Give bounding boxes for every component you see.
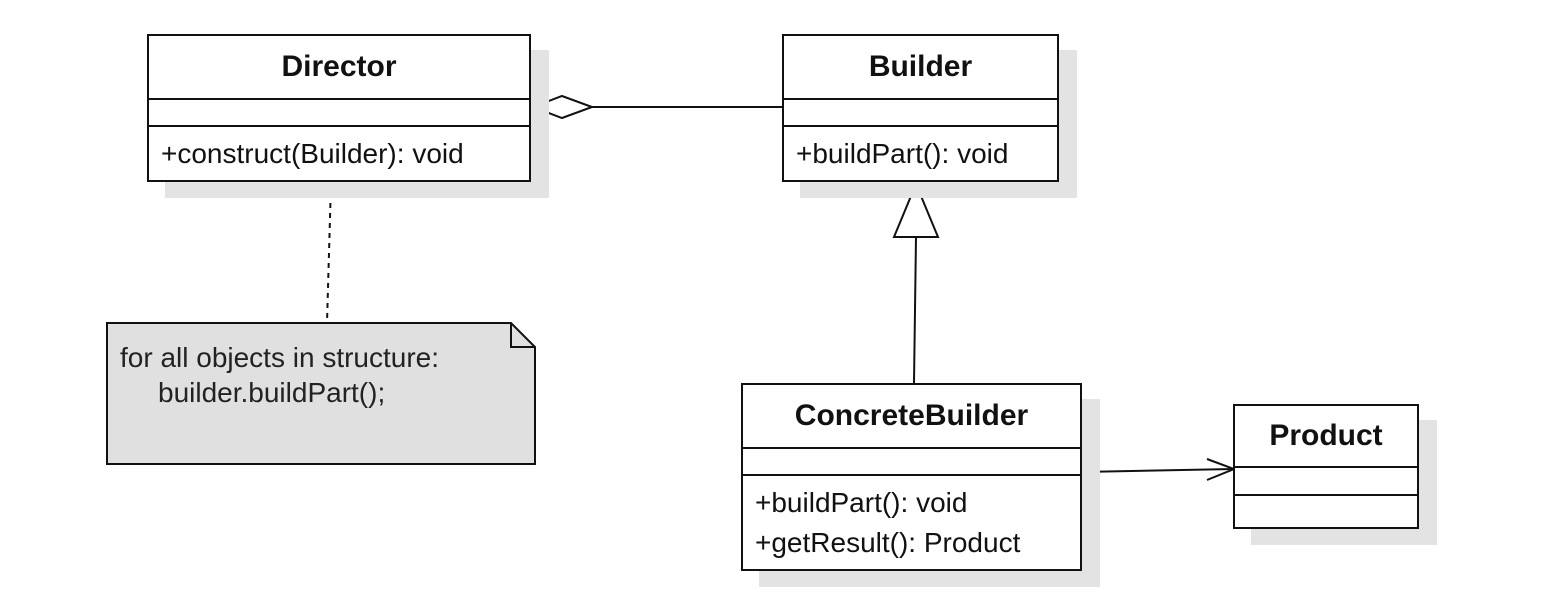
operations-compartment: +construct(Builder): void	[149, 127, 529, 174]
attributes-compartment	[149, 100, 529, 127]
class-concrete-builder[interactable]: ConcreteBuilder +buildPart(): void +getR…	[741, 383, 1082, 571]
note-shape	[106, 322, 536, 465]
operation: +getResult(): Product	[755, 527, 1021, 558]
class-director[interactable]: Director +construct(Builder): void	[147, 34, 531, 182]
inheritance-triangle	[892, 181, 940, 238]
operations-compartment	[1235, 496, 1417, 503]
operations-compartment: +buildPart(): void	[784, 127, 1057, 174]
operation: +construct(Builder): void	[161, 138, 464, 169]
note-line: for all objects in structure:	[120, 342, 440, 373]
attributes-compartment	[784, 100, 1057, 127]
association-concretebuilder-product	[1080, 458, 1237, 481]
attributes-compartment	[743, 449, 1080, 476]
attributes-compartment	[1235, 468, 1417, 496]
class-name-builder: Builder	[784, 36, 1057, 100]
note-text: for all objects in structure: builder.bu…	[120, 340, 439, 410]
operation: +buildPart(): void	[755, 487, 968, 518]
class-name-director: Director	[149, 36, 529, 100]
class-product[interactable]: Product	[1233, 404, 1419, 529]
operation: +buildPart(): void	[796, 138, 1009, 169]
generalization-concretebuilder-builder	[892, 181, 940, 384]
aggregation-diamond	[530, 94, 595, 120]
class-name-concrete-builder: ConcreteBuilder	[743, 385, 1080, 449]
note-line: builder.buildPart();	[158, 377, 386, 408]
class-name-product: Product	[1235, 406, 1417, 468]
operations-compartment: +buildPart(): void +getResult(): Product	[743, 476, 1080, 563]
class-builder[interactable]: Builder +buildPart(): void	[782, 34, 1059, 182]
note-link-dashed	[326, 182, 332, 324]
aggregation-director-builder	[530, 94, 783, 120]
